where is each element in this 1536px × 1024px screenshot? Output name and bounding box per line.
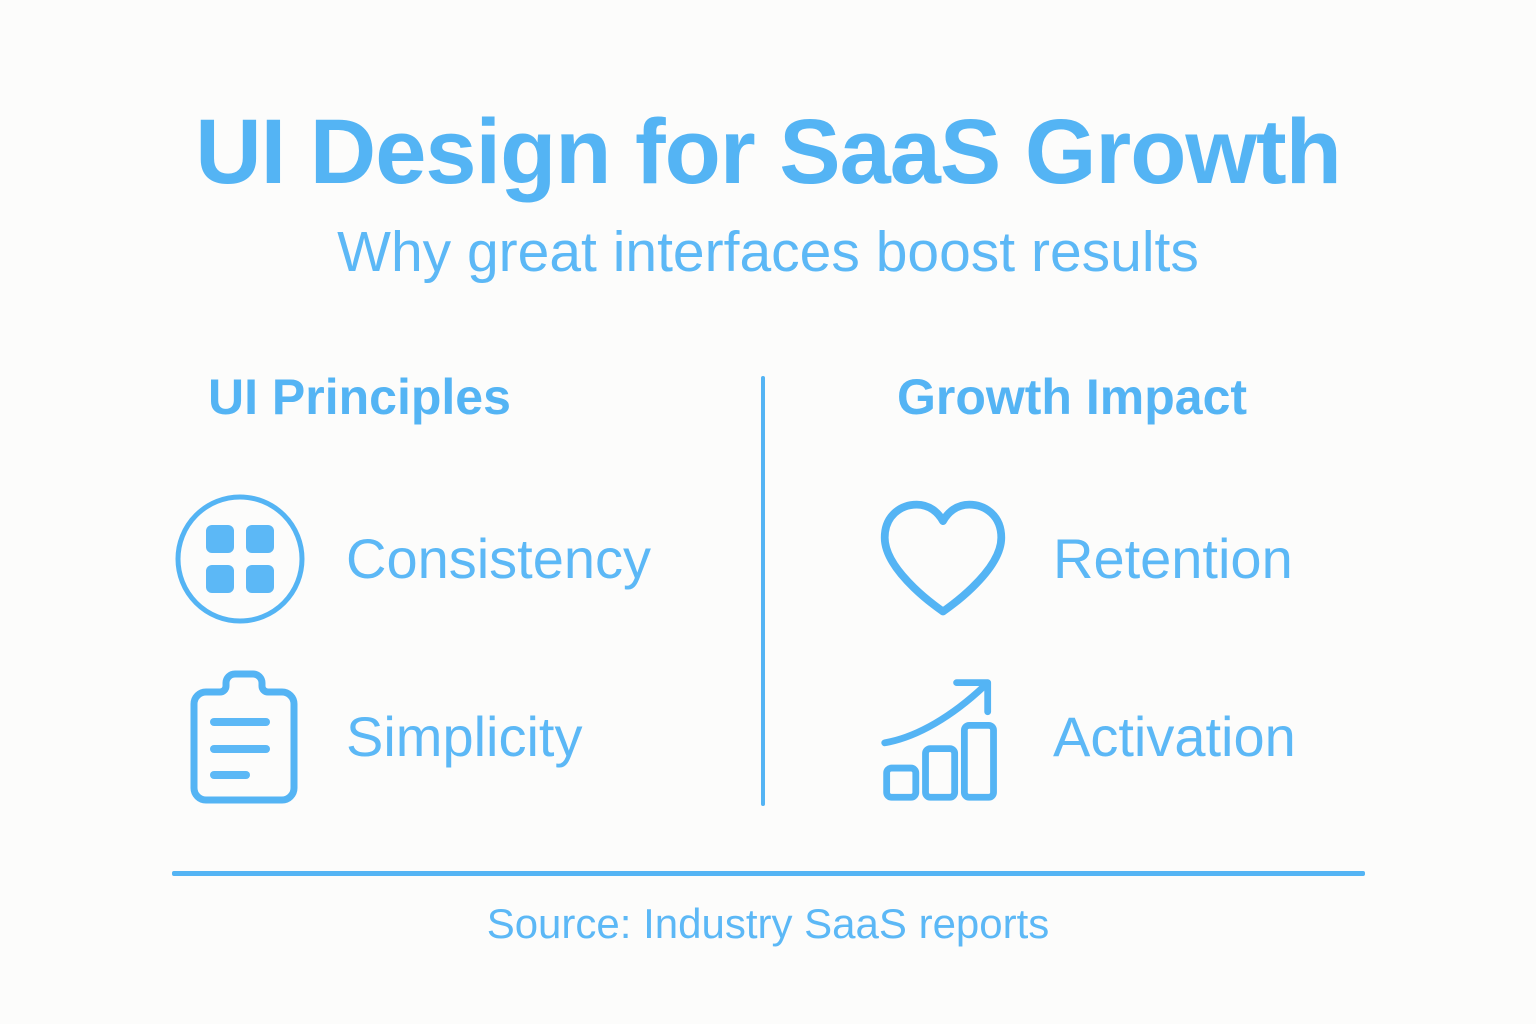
vertical-divider: [761, 376, 765, 806]
column-ui-principles: UI Principles Consistency: [172, 369, 762, 804]
list-item-label: Simplicity: [346, 705, 583, 768]
list-item-label: Consistency: [346, 527, 652, 590]
list-item[interactable]: Simplicity: [172, 662, 762, 812]
clipboard-icon: [172, 669, 308, 805]
column-heading-right: Growth Impact: [897, 369, 1248, 425]
column-items-right: Retention Activation: [875, 484, 1465, 840]
column-heading-left: UI Principles: [208, 369, 511, 425]
columns-section: UI Principles Consistency: [0, 372, 1536, 812]
list-item-label: Retention: [1053, 527, 1293, 590]
heart-icon: [875, 491, 1011, 627]
column-items-left: Consistency Simplicity: [172, 484, 762, 840]
page-title: UI Design for SaaS Growth: [195, 101, 1342, 203]
grid-circle-icon: [172, 491, 308, 627]
list-item-label: Activation: [1053, 705, 1296, 768]
source-text: Source: Industry SaaS reports: [486, 900, 1050, 947]
column-growth-impact: Growth Impact Retention: [875, 369, 1465, 801]
growth-chart-icon: [875, 669, 1011, 805]
page-subtitle: Why great interfaces boost results: [337, 220, 1199, 284]
list-item[interactable]: Consistency: [172, 484, 762, 634]
list-item[interactable]: Activation: [875, 662, 1465, 812]
footer-divider: [172, 871, 1365, 876]
list-item[interactable]: Retention: [875, 484, 1465, 634]
header: UI Design for SaaS Growth Why great inte…: [0, 106, 1536, 281]
